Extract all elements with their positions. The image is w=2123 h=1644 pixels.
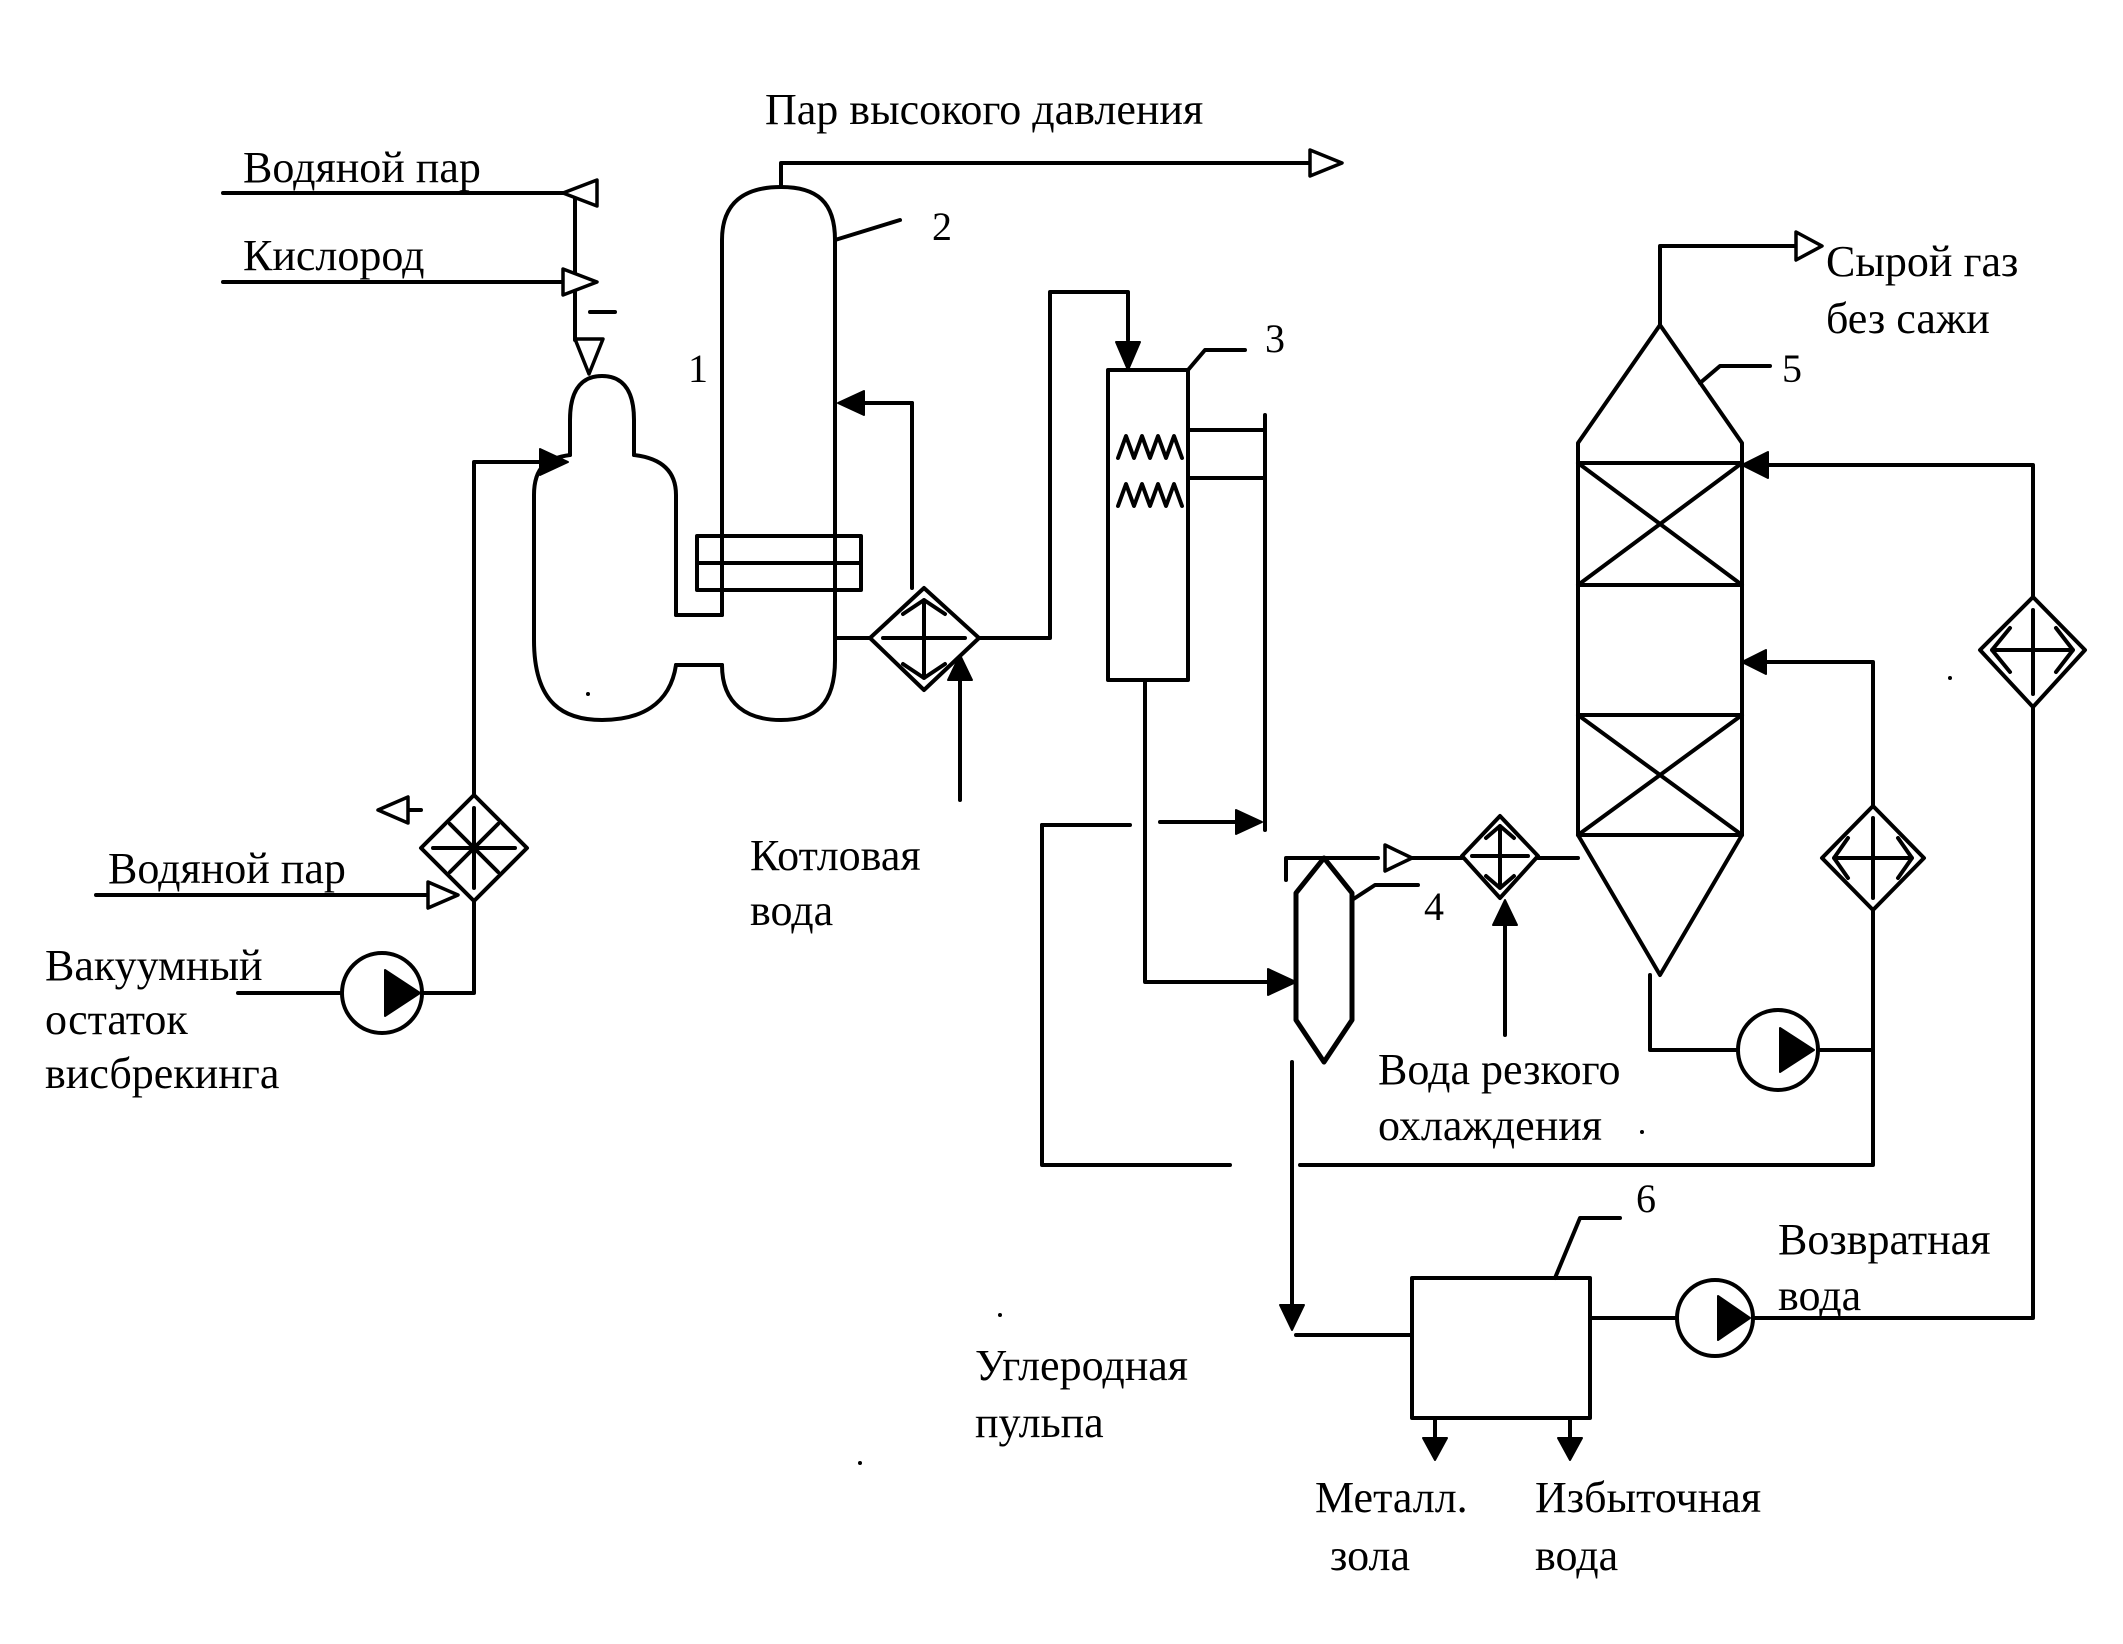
separator-vessel	[1293, 855, 1420, 1065]
label-excess-water-1: Избыточная	[1535, 1473, 1761, 1522]
label-raw-gas-1: Сырой газ	[1826, 237, 2018, 286]
heat-exchanger-quench	[1460, 814, 1540, 900]
label-carbon-slurry-1: Углеродная	[975, 1341, 1188, 1390]
label-oxygen: Кислород	[243, 231, 425, 280]
arrow-condensate-out	[376, 795, 410, 825]
label-steam-left: Водяной пар	[108, 844, 346, 893]
label-hp-steam: Пар высокого давления	[765, 85, 1203, 134]
pump-return-water	[1675, 1278, 1755, 1358]
leader-line-4	[1350, 883, 1420, 902]
leader-line-6	[1553, 1216, 1622, 1280]
label-return-water-1: Возвратная	[1778, 1215, 1990, 1264]
label-return-water-2: вода	[1778, 1271, 1861, 1320]
label-feed-1: Вакуумный	[45, 941, 263, 990]
filter-unit	[1410, 1216, 1622, 1420]
unit-number-4: 4	[1424, 884, 1444, 929]
arrow-into-boiler	[837, 390, 865, 416]
arrow-hp-steam-out	[1308, 148, 1344, 178]
arrow-into-gasifier-top	[573, 337, 605, 376]
pump-feed	[340, 951, 424, 1035]
label-metal-ash-1: Металл.	[1315, 1473, 1468, 1522]
arrow-steam-in	[561, 178, 599, 208]
unit-number-1: 1	[688, 346, 708, 391]
waste-heat-boiler	[695, 185, 902, 722]
quench-tower	[1576, 323, 1772, 977]
line-hp-steam-out	[779, 161, 1312, 189]
line-return-water	[1751, 463, 2035, 1320]
label-feed-2: остаток	[45, 995, 188, 1044]
label-quench-water-2: охлаждения	[1378, 1101, 1602, 1150]
label-boiler-water-2: вода	[750, 886, 833, 935]
label-metal-ash-2: зола	[1330, 1531, 1410, 1580]
heat-exchanger-boiler-water	[868, 586, 981, 692]
unit-number-6: 6	[1636, 1176, 1656, 1221]
line-feed-to-gasifier	[420, 460, 542, 995]
label-raw-gas-2: без сажи	[1826, 294, 1990, 343]
heat-exchanger-recycle	[1820, 804, 1926, 912]
leader-line-5	[1698, 364, 1772, 385]
scrubber-column	[1106, 348, 1267, 682]
line-tower-bottom	[1648, 973, 1740, 1052]
line-raw-gas-out	[1658, 244, 1804, 327]
unit-number-5: 5	[1782, 346, 1802, 391]
line-gas-to-scrubber	[833, 290, 1130, 640]
label-carbon-slurry-2: пульпа	[975, 1398, 1104, 1447]
leader-line-2	[833, 218, 902, 242]
line-separator-gas	[1284, 856, 1380, 882]
arrow-oxygen-in	[561, 267, 599, 297]
unit-number-2: 2	[932, 204, 952, 249]
heat-exchanger-return	[1978, 595, 2087, 709]
label-steam-top: Водяной пар	[243, 143, 481, 192]
pump-quench-circulation	[1736, 1008, 1820, 1092]
label-quench-water-1: Вода резкого	[1378, 1045, 1621, 1094]
label-boiler-water-1: Котловая	[750, 831, 921, 880]
label-excess-water-2: вода	[1535, 1531, 1618, 1580]
line-scrubber-to-separator	[1143, 678, 1274, 984]
leader-line-3	[1186, 348, 1247, 372]
arrow-feed-into-gasifier	[539, 448, 569, 476]
unit-number-3: 3	[1265, 316, 1285, 361]
line-recycle-to-scrubber	[1298, 1048, 1875, 1167]
label-feed-3: висбрекинга	[45, 1049, 279, 1098]
arrow-into-scrubber	[1115, 341, 1141, 371]
